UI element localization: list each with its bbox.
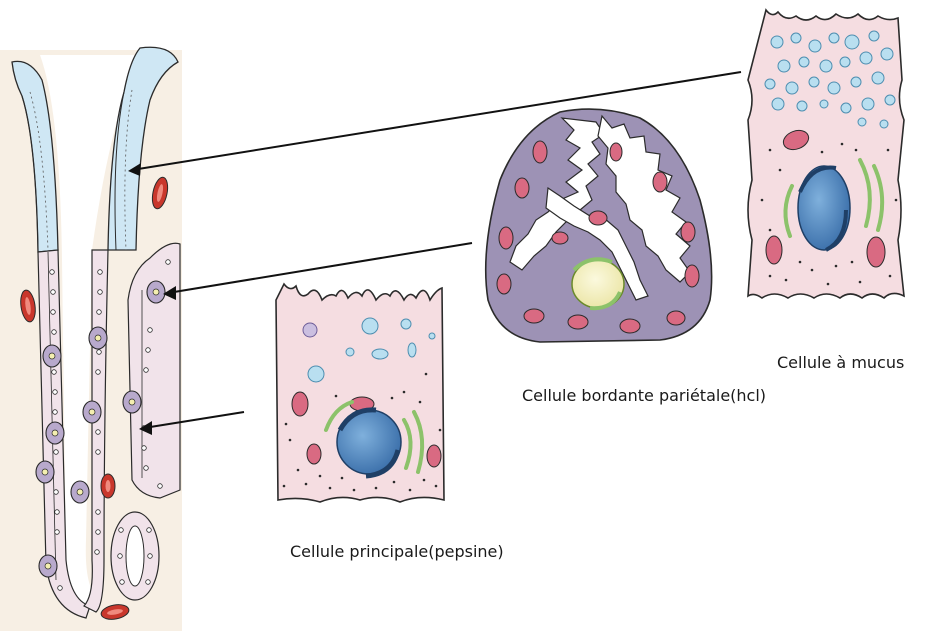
mucous-cell-label: Cellule à mucus bbox=[777, 353, 904, 372]
principal-cell-illustration bbox=[276, 284, 444, 502]
parietal-cell-label: Cellule bordante pariétale(hcl) bbox=[522, 386, 766, 405]
gland-cross-section bbox=[111, 512, 159, 600]
principal-cell-label: Cellule principale(pepsine) bbox=[290, 542, 504, 561]
parietal-cell-illustration bbox=[486, 109, 712, 342]
gastric-gland-tissue bbox=[0, 0, 182, 631]
mucous-cell-illustration bbox=[748, 10, 904, 298]
parietal-pointer-line bbox=[168, 243, 472, 293]
